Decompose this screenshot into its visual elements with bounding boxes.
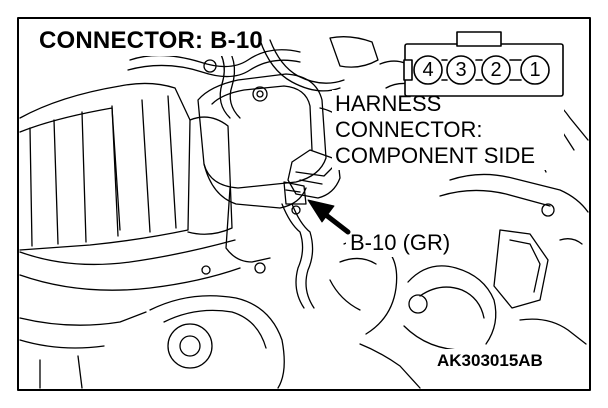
connector-title: CONNECTOR: B-10 [39,27,263,54]
connector-pin-4: 4 [422,59,434,81]
harness-label-line-1: HARNESS [335,91,442,116]
title-backing [34,26,244,56]
figure-id: AK303015AB [437,351,543,370]
callout-backing [346,229,464,257]
engine-lower [19,262,285,389]
connector-callout-label: B-10 (GR) [350,230,451,255]
pointer-arrow-icon [307,199,351,235]
harness-label-backing [332,90,564,170]
fender-area [329,173,589,389]
connector-pin-1: 1 [529,59,541,81]
harness-label-line-2: CONNECTOR: [335,117,483,142]
figid-backing [434,349,554,371]
connector-pin-2: 2 [490,59,502,81]
connector-pin-3: 3 [455,59,467,81]
harness-label-line-3: COMPONENT SIDE [335,143,536,168]
connector-face-icon [403,31,564,97]
figure-border [17,17,591,391]
intake-manifold [19,82,241,291]
sensor-component [281,149,341,309]
